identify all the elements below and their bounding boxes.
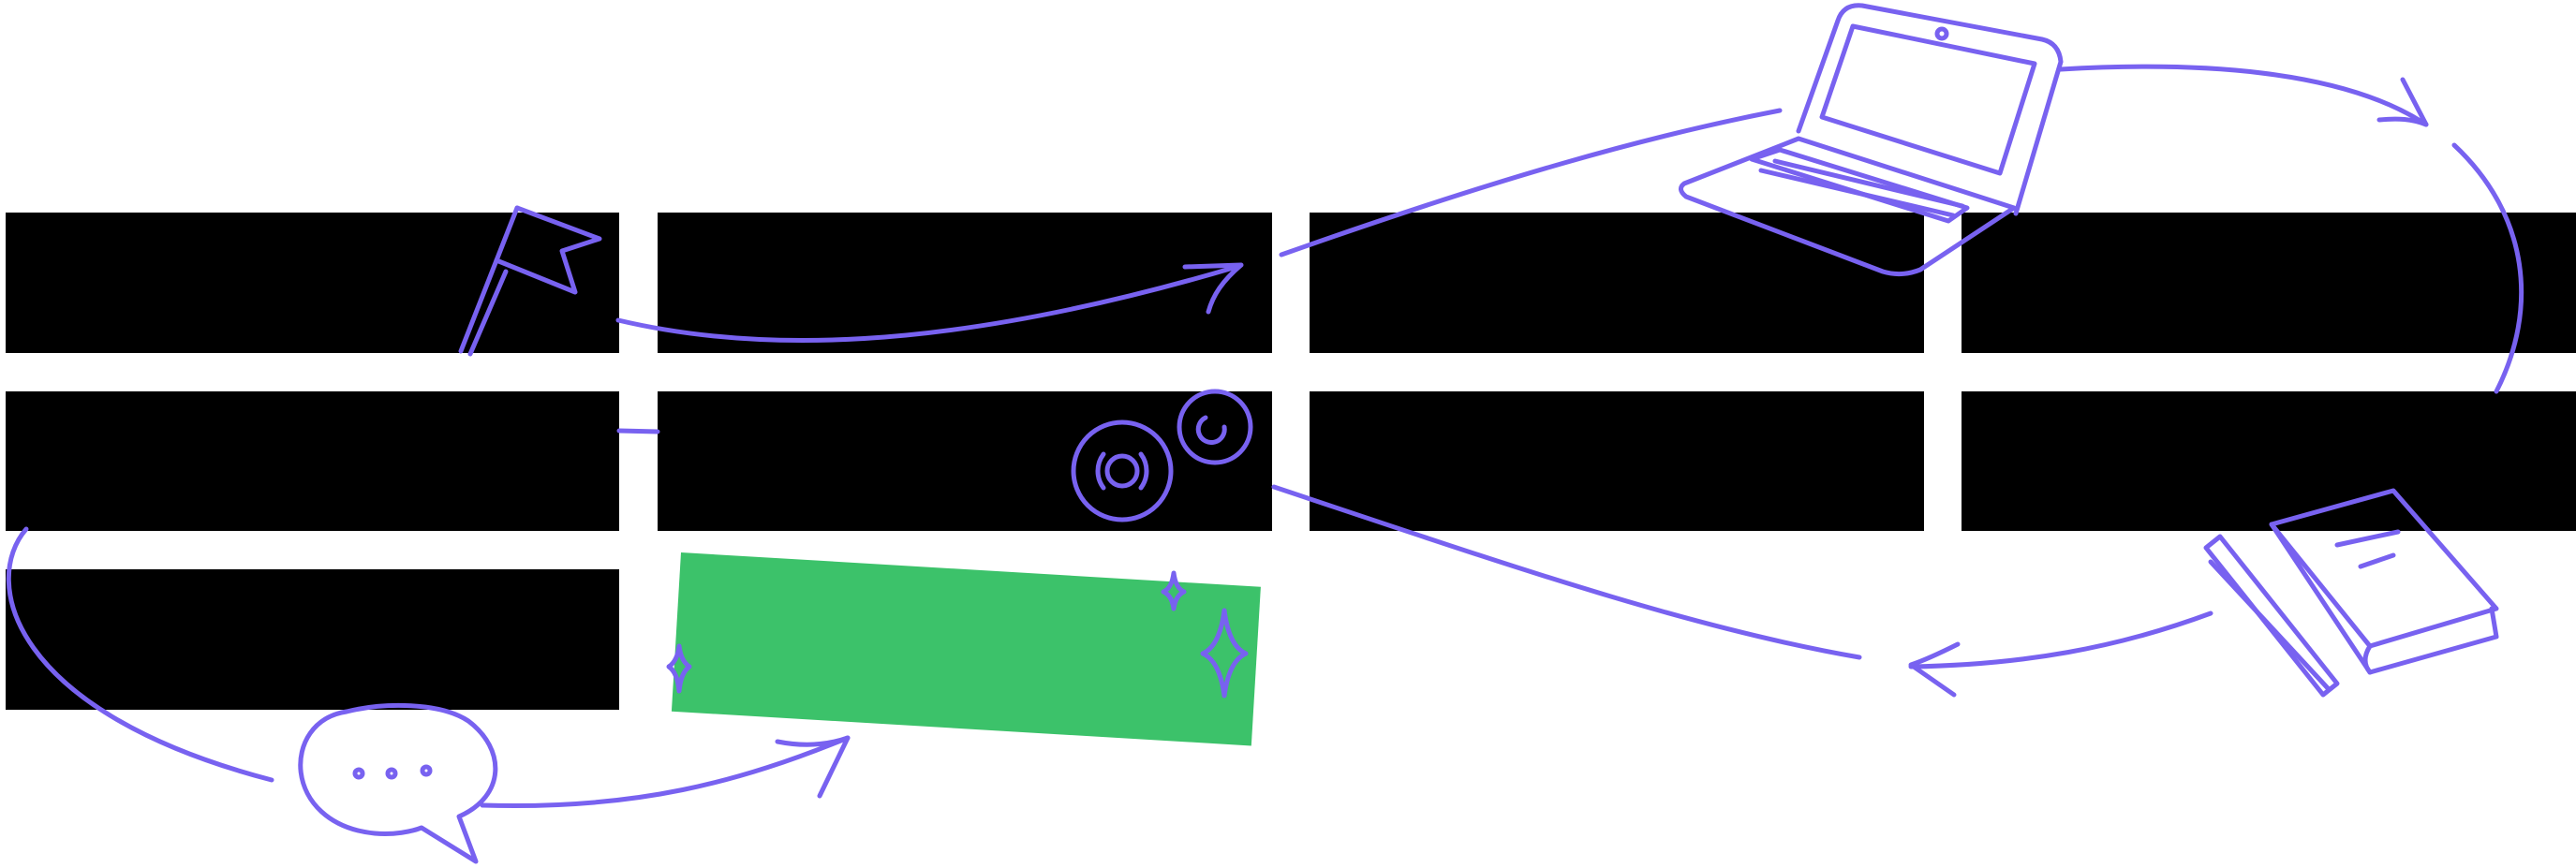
highlight-card xyxy=(671,552,1261,746)
redacted-block-r2c1 xyxy=(6,391,619,531)
connector-stub-7 xyxy=(616,428,660,434)
redacted-block-r1c2 xyxy=(658,213,1272,353)
connector-arrow-5 xyxy=(1908,611,2213,669)
redacted-block-r1c3 xyxy=(1310,213,1924,353)
connector-arrow-9 xyxy=(480,735,851,808)
redacted-block-r1c1 xyxy=(6,213,619,353)
redacted-block-r1c4 xyxy=(1962,213,2576,353)
redacted-block-r2c4 xyxy=(1962,391,2576,531)
arrowhead-9 xyxy=(775,735,851,799)
connector-arrow-3 xyxy=(2058,64,2429,127)
redacted-block-r3c1 xyxy=(6,569,619,710)
arrowhead-3 xyxy=(2376,77,2429,127)
redacted-block-r2c3 xyxy=(1310,391,1924,531)
arrowhead-5 xyxy=(1908,641,1961,698)
redacted-block-r2c2 xyxy=(658,391,1272,531)
speech-bubble-icon xyxy=(298,702,498,864)
